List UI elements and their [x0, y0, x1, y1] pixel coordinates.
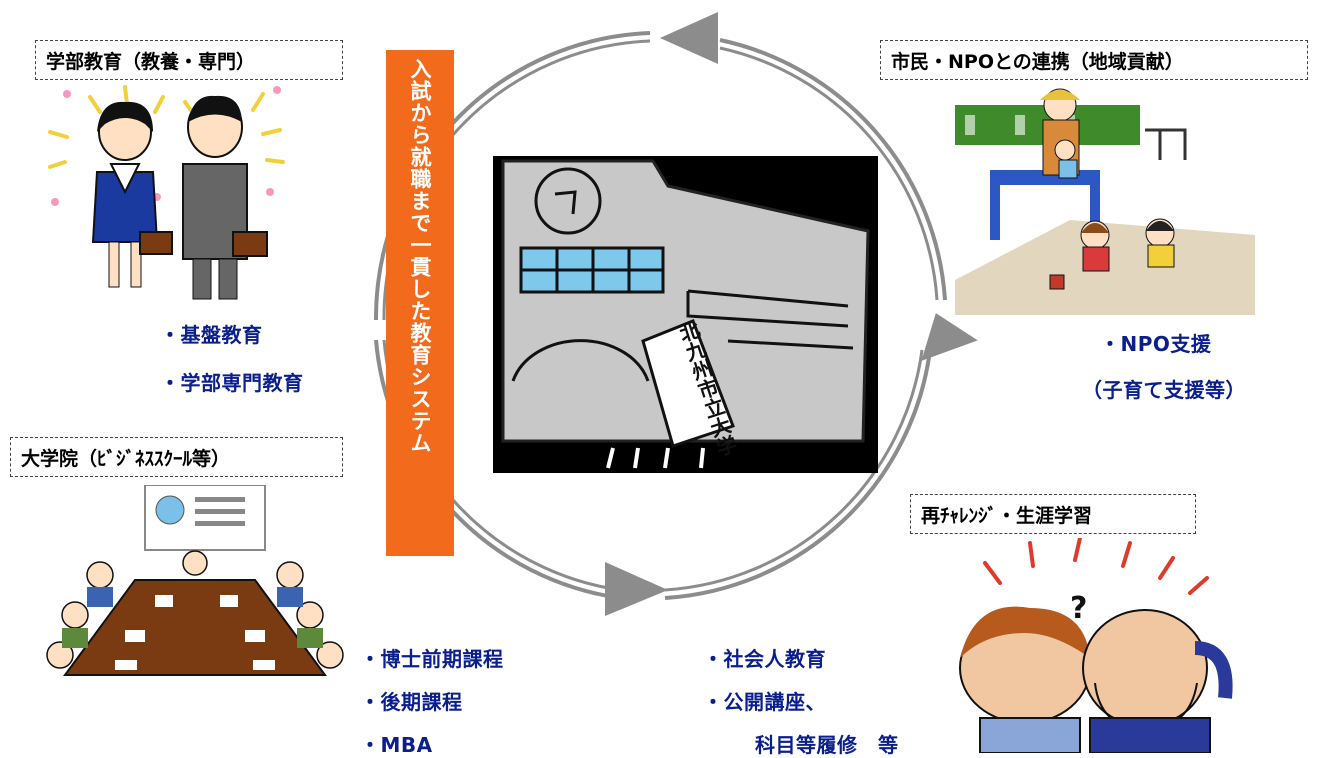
education-system-banner: 入試から就職まで一貫した教育システム: [386, 50, 454, 556]
students-illustration: [48, 85, 285, 300]
label-graduate: 大学院（ﾋﾞｼﾞﾈｽｽｸｰﾙ等）: [10, 437, 343, 477]
social-item-2: ・公開講座、: [703, 690, 826, 714]
arrowhead-right: [921, 313, 978, 361]
community-item-1: ・NPO支援: [1100, 332, 1212, 356]
label-community: 市民・NPOとの連携（地域貢献）: [880, 40, 1308, 80]
seminar-illustration: [46, 485, 344, 676]
undergrad-item-2: ・学部専門教育: [160, 371, 304, 395]
arrowhead-bottom: [605, 562, 668, 616]
undergrad-item-1: ・基盤教育: [160, 323, 263, 347]
social-item-3: 科目等履修 等: [755, 733, 899, 757]
graduate-item-1: ・博士前期課程: [360, 647, 504, 671]
label-undergrad: 学部教育（教養・専門）: [35, 40, 343, 80]
elders-illustration: ?: [959, 538, 1233, 753]
university-illustration: [493, 156, 878, 473]
svg-text:?: ?: [1070, 591, 1087, 626]
playground-illustration: [955, 85, 1255, 315]
community-item-2: （子育て支援等）: [1082, 378, 1246, 402]
social-item-1: ・社会人教育: [703, 647, 826, 671]
label-relearn: 再ﾁｬﾚﾝｼﾞ・生涯学習: [910, 494, 1196, 534]
arrowhead-top: [660, 12, 718, 64]
graduate-item-2: ・後期課程: [360, 690, 463, 714]
graduate-item-3: ・MBA: [360, 733, 433, 757]
